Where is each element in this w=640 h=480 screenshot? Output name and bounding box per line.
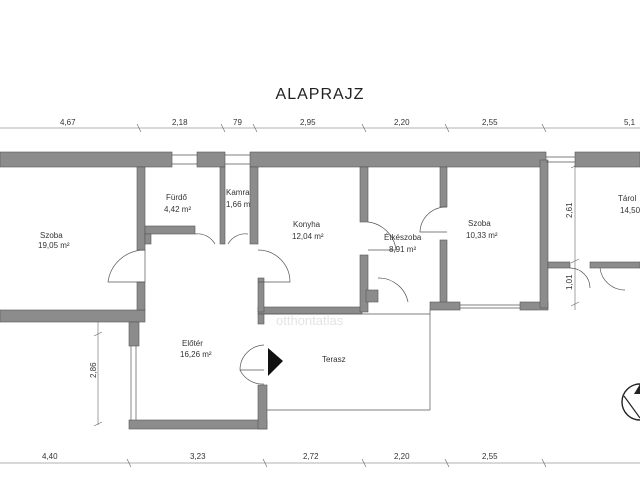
dim-top-label: 2,55	[482, 118, 498, 127]
dim-top-label: 79	[233, 118, 242, 127]
dim-bottom-label: 2,20	[394, 452, 410, 461]
compass-icon	[621, 383, 640, 421]
dim-top-label: 2,18	[172, 118, 188, 127]
room-area: 4,42 m²	[164, 205, 191, 214]
room-name: Konyha	[293, 220, 321, 229]
top-dimension-line: 4,67 2,18 79 2,95 2,20 2,55 5,1	[0, 118, 640, 133]
room-name: Terasz	[322, 355, 346, 364]
bottom-dimension-line: 4,40 3,23 2,72 2,20 2,55	[0, 452, 640, 468]
dim-top-label: 2,20	[394, 118, 410, 127]
dim-top-label: 5,1	[624, 118, 636, 127]
room-labels: Szoba 19,05 m² Fürdő 4,42 m² Kamra 1,66 …	[38, 188, 640, 364]
dim-side-label: 1,01	[565, 274, 574, 290]
dim-side-label: 2,86	[89, 362, 98, 378]
room-area: 10,33 m²	[466, 231, 498, 240]
room-area: 8,91 m²	[389, 245, 416, 254]
page-title: ALAPRAJZ	[275, 86, 365, 103]
dim-bottom-label: 2,72	[303, 452, 319, 461]
room-area: 12,04 m²	[292, 232, 324, 241]
dim-bottom-label: 3,23	[190, 452, 206, 461]
room-name: Étkészoba	[384, 233, 422, 242]
room-name: Szoba	[468, 219, 491, 228]
room-name: Tárol	[618, 194, 636, 203]
side-dimension-lines: 2,86 2,61 1,01	[89, 163, 580, 427]
room-area: 16,26 m²	[180, 350, 212, 359]
watermark: otthontatlas	[276, 313, 344, 328]
dim-top-label: 2,95	[300, 118, 316, 127]
room-area: 19,05 m²	[38, 241, 70, 250]
door-swings	[107, 206, 626, 385]
dim-bottom-label: 2,55	[482, 452, 498, 461]
windows-and-lines	[130, 154, 575, 420]
door-arrow-icon	[268, 348, 283, 376]
room-area: 14,50	[620, 206, 640, 215]
dim-top-label: 4,67	[60, 118, 76, 127]
dim-side-label: 2,61	[565, 202, 574, 218]
room-name: Fürdő	[166, 193, 187, 202]
room-name: Kamra	[226, 188, 250, 197]
room-name: Szoba	[40, 231, 63, 240]
room-area: 1,66 m	[226, 200, 251, 209]
dim-bottom-label: 4,40	[42, 452, 58, 461]
walls	[0, 151, 640, 430]
room-name: Előtér	[182, 339, 203, 348]
